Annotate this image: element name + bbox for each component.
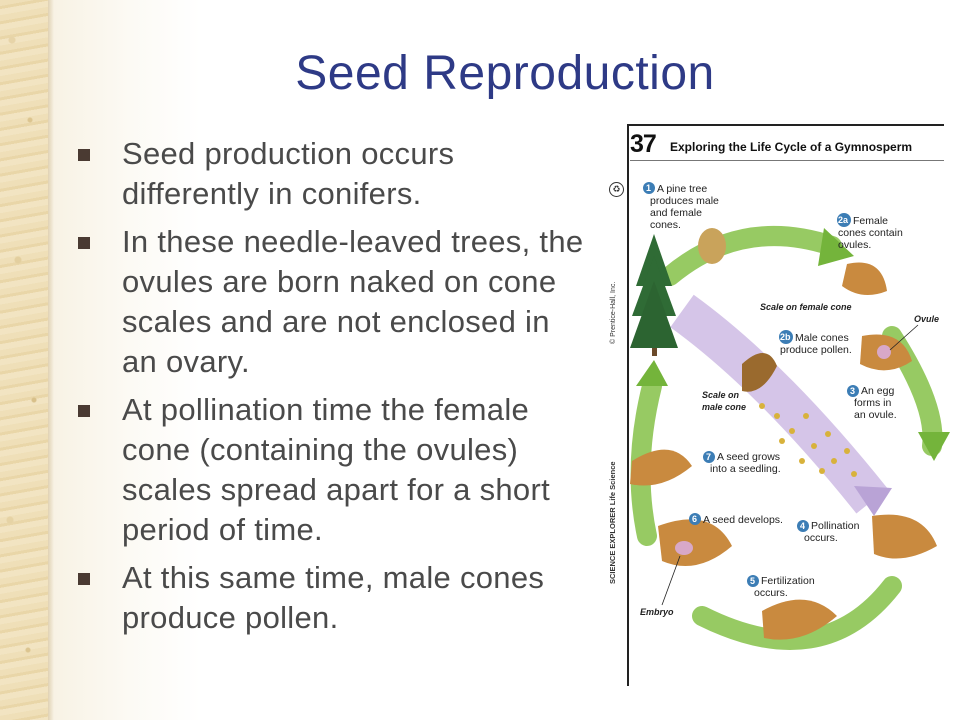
- seedling-scale-illustration: [630, 449, 692, 486]
- label-ovule: Ovule: [914, 314, 939, 324]
- step-4-number: 4: [800, 521, 805, 531]
- step-7-line: into a seedling.: [710, 463, 781, 475]
- step-7-number: 7: [706, 452, 711, 462]
- step-4-line: Pollination: [811, 520, 860, 532]
- step-1-line: produces male: [650, 195, 719, 207]
- figure-number: 37: [630, 130, 657, 158]
- step-2b-line: produce pollen.: [780, 344, 852, 356]
- bullet-list: Seed production occurs differently in co…: [78, 134, 588, 646]
- step-2b: 2b Male cones produce pollen.: [779, 330, 852, 356]
- figure-left-border: [627, 124, 629, 686]
- step-7-line: A seed grows: [717, 451, 780, 463]
- step-1-line: and female: [650, 207, 702, 219]
- bullet-item: At this same time, male cones produce po…: [78, 558, 588, 638]
- label-scale-female-cone: Scale on female cone: [760, 302, 852, 312]
- ovule-illustration: [877, 345, 891, 359]
- pollen-grains: [759, 403, 857, 477]
- bullet-item: In these needle-leaved trees, the ovules…: [78, 222, 588, 382]
- embryo-leader-line: [661, 555, 681, 606]
- bullet-item: Seed production occurs differently in co…: [78, 134, 588, 214]
- parchment-edge: [48, 0, 54, 720]
- slide-title: Seed Reproduction: [295, 47, 715, 100]
- bullet-marker: [78, 573, 90, 585]
- step-5-line: Fertilization: [761, 575, 815, 587]
- embryo-illustration: [675, 541, 693, 555]
- ovule-leader-line: [889, 324, 919, 351]
- step-3: 3 An egg forms in an ovule.: [847, 385, 897, 421]
- bullet-marker: [78, 405, 90, 417]
- pine-tree-illustration: [630, 234, 678, 356]
- step-5-number: 5: [750, 576, 755, 586]
- recycle-icon: ♻: [609, 182, 624, 197]
- figure-title-rule: [630, 160, 944, 161]
- step-2a-line: cones contain: [838, 227, 903, 239]
- female-cone-illustration: [698, 228, 726, 264]
- step-2b-line: Male cones: [795, 332, 849, 344]
- cycle-arrowhead-left: [636, 360, 668, 386]
- step-1-line: cones.: [650, 219, 681, 231]
- step-3-number: 3: [850, 386, 855, 396]
- figure-title: Exploring the Life Cycle of a Gymnosperm: [670, 140, 913, 154]
- step-1: 1 A pine tree produces male and female c…: [643, 182, 719, 231]
- label-scale-male-cone: male cone: [702, 402, 746, 412]
- pollen-path-arrowhead: [854, 486, 892, 516]
- label-scale-male-cone: Scale on: [702, 390, 740, 400]
- step-5-line: occurs.: [754, 587, 788, 599]
- female-scale-illustration: [842, 262, 887, 295]
- cycle-arrowhead-top: [818, 228, 854, 266]
- pollination-scale-illustration: [872, 514, 937, 559]
- step-2a-line: ovules.: [838, 239, 871, 251]
- parchment-border: [0, 0, 48, 720]
- bullet-text: At this same time, male cones produce po…: [122, 560, 545, 635]
- pollen-path: [670, 294, 888, 514]
- gymnosperm-life-cycle-figure: 37 Exploring the Life Cycle of a Gymnosp…: [592, 116, 950, 696]
- bullet-marker: [78, 237, 90, 249]
- step-1-line: A pine tree: [657, 183, 707, 195]
- bullet-item: At pollination time the female cone (con…: [78, 390, 588, 550]
- step-3-line: an ovule.: [854, 409, 897, 421]
- step-3-line: An egg: [861, 385, 894, 397]
- step-2a-number: 2a: [838, 215, 849, 225]
- fertilization-scale-illustration: [762, 599, 837, 640]
- step-4-line: occurs.: [804, 532, 838, 544]
- step-5: 5 Fertilization occurs.: [747, 575, 815, 599]
- step-7: 7 A seed grows into a seedling.: [703, 451, 781, 475]
- step-2a-line: Female: [853, 215, 888, 227]
- life-cycle-diagram: 1 A pine tree produces male and female c…: [630, 182, 950, 650]
- step-2b-number: 2b: [780, 332, 791, 342]
- bullet-text: In these needle-leaved trees, the ovules…: [122, 224, 584, 379]
- bullet-marker: [78, 149, 90, 161]
- figure-top-border: [628, 124, 944, 126]
- cycle-arrow-bottom: [692, 576, 902, 650]
- step-1-number: 1: [646, 183, 651, 193]
- step-6-number: 6: [692, 514, 697, 524]
- step-6-line: A seed develops.: [703, 514, 783, 526]
- label-embryo: Embryo: [640, 607, 674, 617]
- step-4: 4 Pollination occurs.: [797, 520, 860, 544]
- male-cone-scale-illustration: [742, 352, 777, 392]
- seed-scale-illustration: [658, 519, 732, 566]
- step-2a: 2a Female cones contain ovules.: [837, 213, 903, 251]
- cycle-arrow-top: [660, 226, 842, 286]
- cycle-arrowhead-right: [918, 432, 950, 461]
- step-6: 6 A seed develops.: [689, 513, 783, 526]
- bullet-text: Seed production occurs differently in co…: [122, 136, 455, 211]
- step-3-line: forms in: [854, 397, 892, 409]
- bullet-text: At pollination time the female cone (con…: [122, 392, 551, 547]
